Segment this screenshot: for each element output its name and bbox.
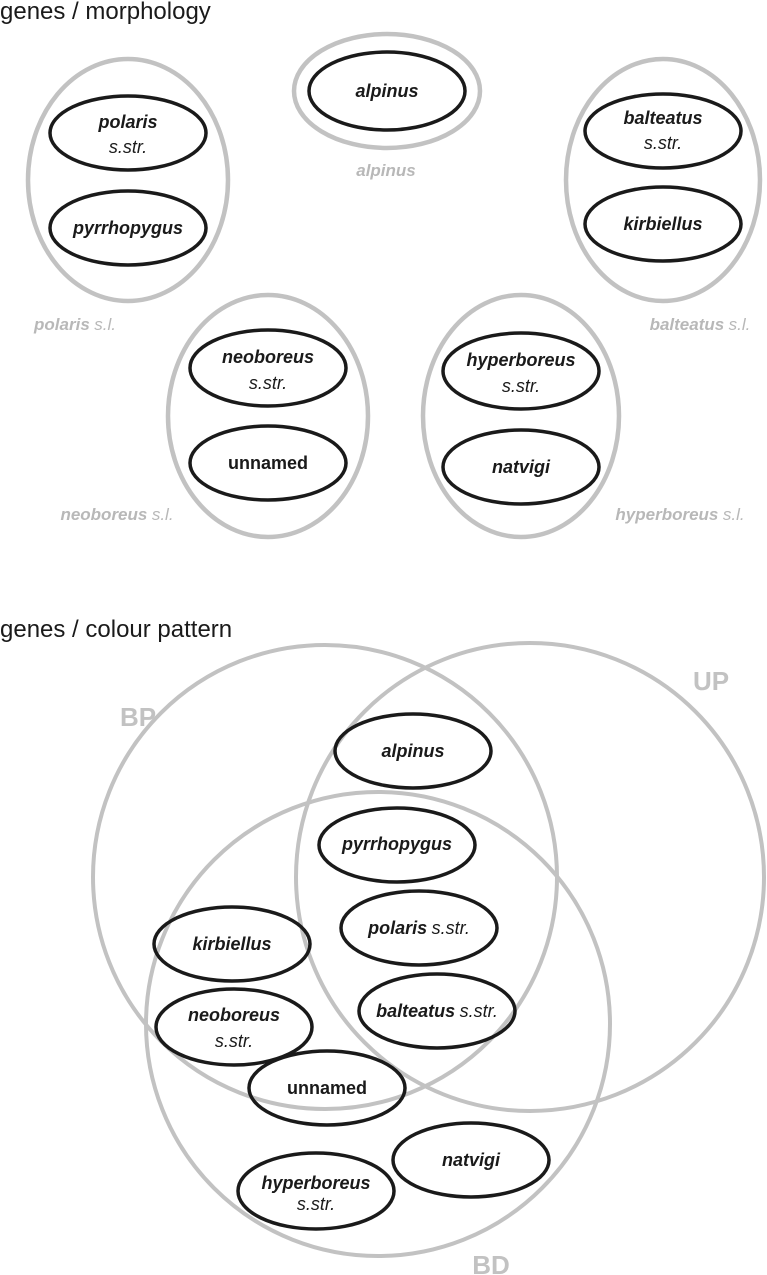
taxon-name: kirbiellus — [192, 934, 271, 954]
taxon-outline — [583, 185, 743, 263]
taxon-name: unnamed — [287, 1078, 367, 1098]
group-name: polaris — [33, 315, 90, 334]
colour-pattern-section-title: genes / colour pattern — [0, 616, 233, 643]
taxon-name: alpinus — [355, 81, 418, 101]
taxon-qualifier: s.str. — [249, 373, 287, 393]
group-outline — [25, 56, 231, 304]
group-qualifier: s.l. — [729, 315, 751, 334]
taxon-name: balteatus — [376, 1001, 455, 1021]
taxon-qualifier: s.str. — [432, 918, 470, 938]
taxon-name: polaris — [367, 918, 427, 938]
taxon-outline — [333, 712, 493, 790]
group-label: hyperboreus s.l. — [615, 505, 744, 524]
group-label: balteatus s.l. — [650, 315, 751, 334]
venn-diagram: BP UP BD — [91, 641, 766, 1275]
group-name: neoboreus — [60, 505, 147, 524]
taxon-name: pyrrhopygus — [72, 218, 183, 238]
morphology-group-alpinus: alpinus alpinus — [291, 31, 483, 180]
taxon-qualifier: s.str. — [644, 133, 682, 153]
taxon-outline — [307, 50, 467, 132]
taxon-qualifier: s.str. — [460, 1001, 498, 1021]
taxon-outline — [247, 1049, 407, 1127]
taxon-outline — [236, 1151, 396, 1231]
morphology-group-hyperboreus: hyperboreus s.str. natvigi hyperboreus s… — [420, 292, 745, 540]
venn-label-bp: BP — [120, 702, 156, 732]
group-outline — [165, 292, 371, 540]
venn-label-bd: BD — [472, 1250, 510, 1275]
taxon-name: natvigi — [442, 1150, 501, 1170]
group-qualifier: s.l. — [723, 505, 745, 524]
taxon-outline — [48, 189, 208, 267]
taxon-name: neoboreus — [188, 1005, 280, 1025]
group-name: hyperboreus — [615, 505, 718, 524]
taxon-outline — [357, 972, 517, 1050]
group-outline — [420, 292, 622, 540]
group-outline — [563, 56, 763, 304]
taxon-name: kirbiellus — [623, 214, 702, 234]
taxon-qualifier: s.str. — [109, 137, 147, 157]
morphology-group-balteatus: balteatus s.str. kirbiellus balteatus s.… — [563, 56, 763, 334]
taxon-label: polaris s.str. — [367, 918, 470, 938]
taxon-outline — [188, 424, 348, 502]
taxon-name: natvigi — [492, 457, 551, 477]
group-label: polaris s.l. — [33, 315, 116, 334]
morphology-group-neoboreus: neoboreus s.str. unnamed neoboreus s.l. — [60, 292, 371, 540]
group-label: neoboreus s.l. — [60, 505, 173, 524]
taxon-outline — [441, 428, 601, 506]
taxon-qualifier: s.str. — [297, 1194, 335, 1214]
taxon-outline — [339, 889, 499, 967]
group-name: balteatus — [650, 315, 725, 334]
group-outline — [291, 31, 483, 151]
taxon-name: pyrrhopygus — [341, 834, 452, 854]
taxon-name: hyperboreus — [261, 1173, 370, 1193]
taxon-outline — [317, 806, 477, 884]
venn-label-up: UP — [693, 666, 729, 696]
group-label: alpinus — [356, 161, 416, 180]
taxon-outline — [441, 331, 601, 411]
venn-circle-up — [294, 641, 766, 1113]
taxon-outline — [48, 94, 208, 172]
taxon-name: balteatus — [623, 108, 702, 128]
group-qualifier: s.l. — [152, 505, 174, 524]
taxon-qualifier: s.str. — [502, 376, 540, 396]
taxon-outline — [154, 987, 314, 1067]
taxon-label: balteatus s.str. — [376, 1001, 498, 1021]
taxon-name: alpinus — [381, 741, 444, 761]
taxon-outline — [188, 328, 348, 408]
morphology-group-polaris: polaris s.str. pyrrhopygus polaris s.l. — [25, 56, 231, 334]
taxon-name: polaris — [97, 112, 157, 132]
taxon-outline — [152, 905, 312, 983]
taxon-name: neoboreus — [222, 347, 314, 367]
taxon-outline — [391, 1121, 551, 1199]
taxon-outline — [583, 92, 743, 170]
venn-circle-bd — [144, 790, 612, 1258]
taxon-name: unnamed — [228, 453, 308, 473]
taxon-name: hyperboreus — [466, 350, 575, 370]
morphology-section-title: genes / morphology — [0, 0, 211, 25]
taxon-qualifier: s.str. — [215, 1031, 253, 1051]
colour-pattern-taxa: alpinus pyrrhopygus polaris s.str. balte… — [152, 712, 551, 1231]
group-qualifier: s.l. — [94, 315, 116, 334]
